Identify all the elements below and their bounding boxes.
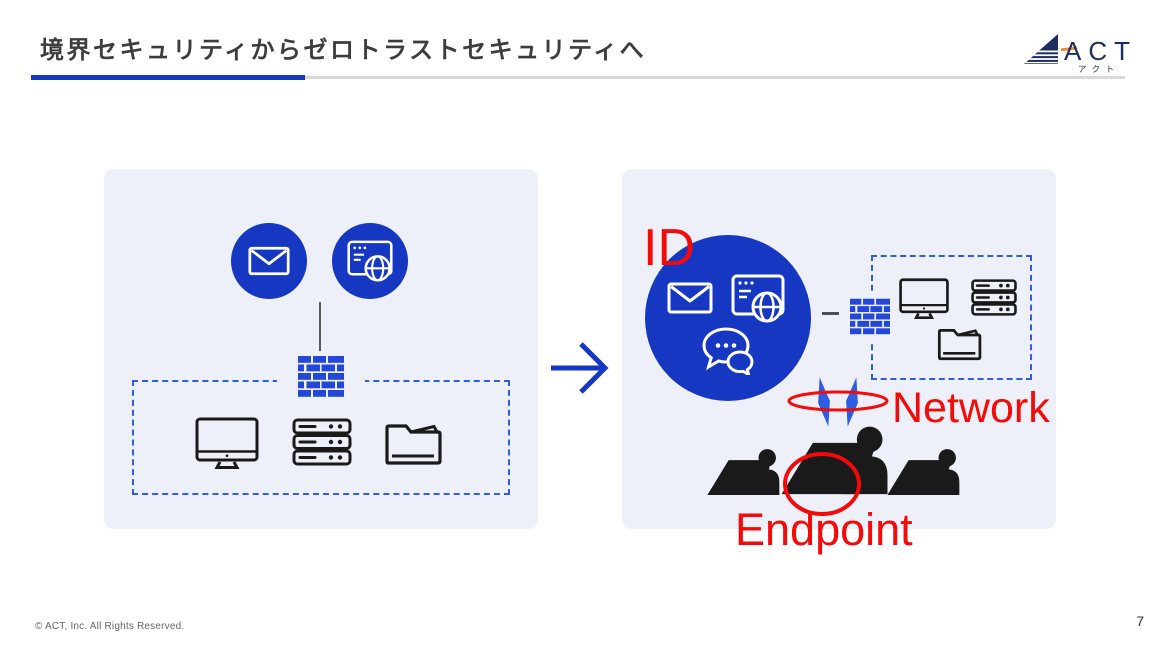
browser-globe-icon xyxy=(731,274,785,323)
page-title: 境界セキュリティからゼロトラストセキュリティへ xyxy=(40,37,647,64)
server-icon xyxy=(292,418,352,466)
browser-globe-icon xyxy=(347,240,393,282)
title-underline-accent xyxy=(31,75,305,80)
folder-icon xyxy=(385,424,442,465)
connector-line xyxy=(319,302,321,352)
mail-icon xyxy=(248,246,290,276)
firewall-icon xyxy=(850,298,890,335)
dash-connector xyxy=(822,312,839,315)
mail-icon xyxy=(667,282,713,314)
internal-network-boundary-right xyxy=(871,255,1032,380)
title-underline-rule xyxy=(305,76,1125,79)
browser-circle xyxy=(332,223,408,299)
act-logo: ACT アクト xyxy=(1024,34,1134,74)
monitor-icon xyxy=(195,417,259,469)
person-laptop-icon xyxy=(707,449,780,495)
network-annotation: Network xyxy=(892,384,1050,432)
network-ellipse xyxy=(787,390,889,412)
network-crossing-icon xyxy=(818,377,858,427)
perimeter-security-panel xyxy=(104,169,538,529)
monitor-icon xyxy=(899,278,949,319)
server-icon xyxy=(971,279,1017,316)
person-laptop-icon xyxy=(887,449,960,495)
logo-kana: アクト xyxy=(1078,64,1120,74)
logo-orange-dash xyxy=(1060,46,1078,52)
logo-text: ACT xyxy=(1064,36,1134,66)
logo-triangle-icon xyxy=(1024,34,1058,64)
firewall-right xyxy=(845,293,895,341)
folder-icon xyxy=(937,328,982,361)
copyright-text: © ACT, Inc. All Rights Reserved. xyxy=(35,621,185,632)
mail-circle xyxy=(231,223,307,299)
endpoint-annotation: Endpoint xyxy=(735,504,913,555)
arrow-right-icon xyxy=(551,342,609,394)
id-annotation: ID xyxy=(643,219,695,277)
page-number: 7 xyxy=(1136,613,1144,629)
chat-icon xyxy=(702,327,754,375)
endpoint-circle xyxy=(783,452,861,516)
id-services-circle xyxy=(645,235,811,401)
firewall-icon xyxy=(298,356,344,397)
firewall-left xyxy=(277,351,365,403)
